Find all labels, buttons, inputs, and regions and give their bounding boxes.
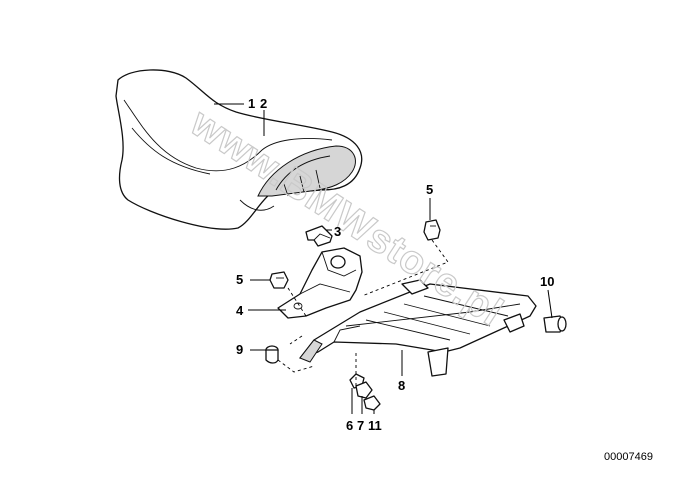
callout-4[interactable]: 4 [236, 303, 244, 318]
screw-left-part[interactable] [269, 271, 289, 289]
callout-1[interactable]: 1 [248, 96, 255, 111]
callout-5-left[interactable]: 5 [236, 272, 243, 287]
seat-part[interactable] [115, 69, 363, 230]
callout-6[interactable]: 6 [346, 418, 353, 433]
callout-2[interactable]: 2 [260, 96, 267, 111]
rubber-buffer-part[interactable] [543, 315, 567, 333]
callout-10[interactable]: 10 [540, 274, 554, 289]
callout-9[interactable]: 9 [236, 342, 243, 357]
luggage-rack-part[interactable] [299, 279, 537, 377]
callout-11[interactable]: 11 [368, 418, 382, 433]
cap-nut-part-11[interactable] [363, 395, 381, 411]
callout-7[interactable]: 7 [357, 418, 364, 433]
assembly-lines [277, 239, 449, 386]
rubber-grommet-part[interactable] [265, 345, 279, 364]
callout-3[interactable]: 3 [334, 224, 341, 239]
screw-upper-part[interactable] [423, 219, 441, 241]
document-number: 00007469 [604, 451, 653, 463]
clip-bracket-part[interactable] [305, 225, 333, 247]
washer-part-7[interactable] [355, 381, 373, 399]
callout-5-upper[interactable]: 5 [426, 182, 433, 197]
leader-lines [214, 103, 553, 414]
callout-labels: 1 2 3 4 5 5 6 7 8 9 10 11 [236, 96, 554, 433]
mounting-plate-part[interactable] [277, 247, 363, 319]
callout-8[interactable]: 8 [398, 378, 405, 393]
